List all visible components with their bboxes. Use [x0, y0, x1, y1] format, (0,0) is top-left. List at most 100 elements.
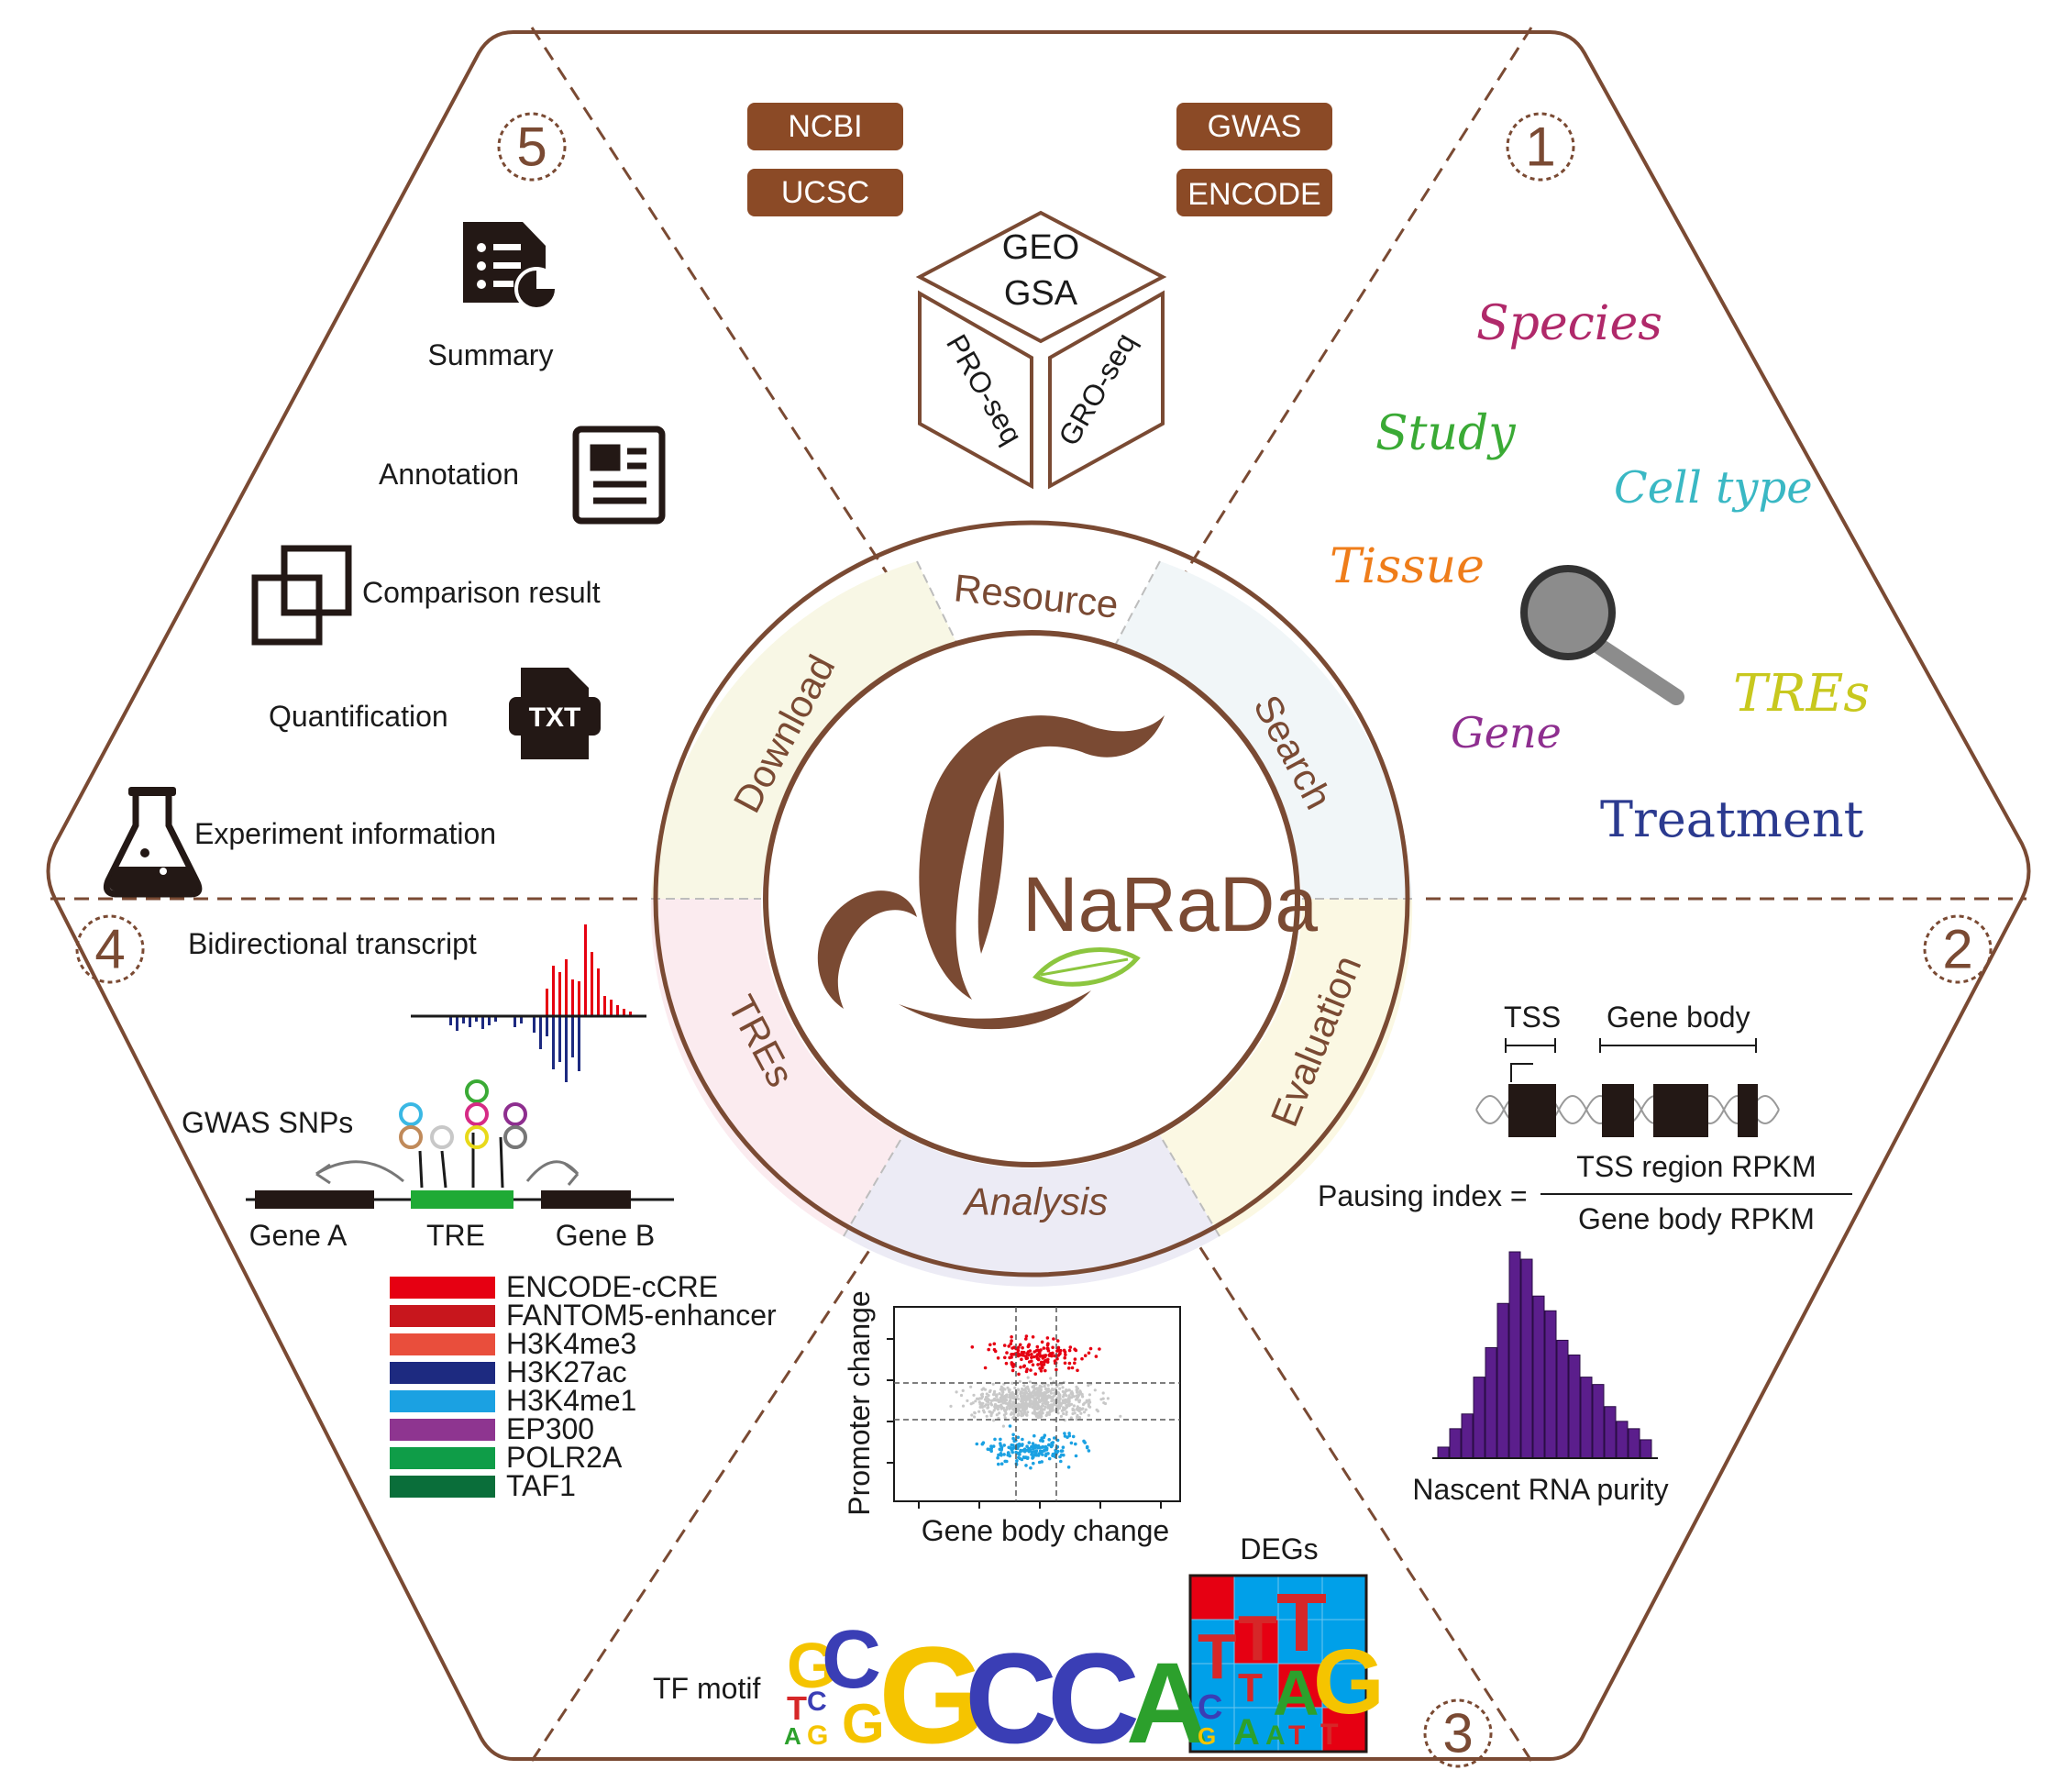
antisense-bar [533, 1016, 536, 1033]
scatter-point-up [1055, 1367, 1058, 1372]
ucsc-button[interactable]: UCSC [747, 169, 903, 216]
scatter-point-down [1017, 1451, 1021, 1455]
scatter-point [987, 1394, 990, 1398]
scatter-point [1067, 1398, 1071, 1401]
experiment-label[interactable]: Experiment information [194, 817, 496, 850]
scatter-point [1044, 1413, 1048, 1417]
scatter-point [1036, 1388, 1040, 1392]
scatter-point [1052, 1402, 1055, 1406]
antisense-bar [558, 1016, 561, 1062]
scatter-point-down [1019, 1448, 1022, 1453]
sense-bar [565, 959, 568, 1016]
keyword-tissue[interactable]: Tissue [1330, 539, 1485, 594]
scatter-point [1044, 1405, 1047, 1409]
scatter-point [1059, 1402, 1063, 1406]
quantification-label[interactable]: Quantification [269, 700, 448, 733]
scatter-point-up [1052, 1337, 1055, 1341]
scatter-point-up [1040, 1364, 1044, 1367]
scatter-point [1008, 1400, 1011, 1404]
scatter-point [998, 1411, 1001, 1415]
scatter-point-up [1037, 1351, 1042, 1355]
gene-body-label: Gene body [1607, 1001, 1750, 1034]
svg-text:GWAS: GWAS [1208, 109, 1302, 144]
scatter-point [1039, 1405, 1043, 1409]
keyword-treatment[interactable]: Treatment [1600, 791, 1864, 848]
scatter-points [949, 1334, 1122, 1470]
summary-label[interactable]: Summary [428, 338, 554, 371]
gwas-button[interactable]: GWAS [1176, 103, 1332, 150]
scatter-point [1099, 1398, 1103, 1401]
comparison-label[interactable]: Comparison result [362, 576, 601, 609]
ring-sector-resource[interactable] [917, 540, 1160, 656]
scatter-point-up [1020, 1357, 1023, 1362]
section-number-5: 5 [516, 116, 547, 178]
scatter-point [1035, 1393, 1039, 1397]
logo-text: NaRaDa [1022, 861, 1318, 947]
ncbi-button[interactable]: NCBI [747, 103, 903, 150]
scatter-point [1076, 1387, 1079, 1390]
scatter-point-up [1002, 1344, 1007, 1347]
heatmap-cell [1189, 1575, 1235, 1621]
ring-sector-tres[interactable] [650, 899, 903, 1236]
scatter-point-down [1041, 1444, 1045, 1449]
scatter-point-up [1070, 1366, 1075, 1370]
scatter-point-up [1031, 1335, 1035, 1339]
annotation-label[interactable]: Annotation [379, 458, 519, 491]
keyword-cell-type[interactable]: Cell type [1614, 462, 1813, 514]
scatter-point-down [1063, 1432, 1066, 1435]
scatter-point [1077, 1416, 1082, 1420]
encode-button[interactable]: ENCODE [1176, 169, 1332, 216]
keyword-species[interactable]: Species [1476, 296, 1662, 351]
txt-file-icon[interactable]: TXT [509, 668, 601, 759]
svg-text:ENCODE: ENCODE [1187, 177, 1320, 212]
antisense-bar [494, 1016, 497, 1022]
annotation-icon[interactable] [572, 426, 666, 525]
evaluation-panel: TSS Gene body Pausing index = TSS region… [1318, 1001, 1852, 1506]
keyword-study[interactable]: Study [1375, 406, 1516, 461]
scatter-point-up [1011, 1365, 1015, 1369]
scatter-point [1119, 1414, 1122, 1418]
scatter-point [1040, 1392, 1044, 1396]
ring-sector-analysis[interactable] [844, 1135, 1220, 1287]
purity-bar [1473, 1377, 1485, 1459]
scatter-point-up [1062, 1348, 1066, 1353]
flask-icon[interactable] [103, 787, 203, 898]
scatter-point-up [1021, 1365, 1026, 1368]
scatter-point [1001, 1424, 1005, 1428]
keyword-tres[interactable]: TREs [1733, 664, 1870, 724]
scatter-point [1061, 1395, 1065, 1399]
gene-a-label: Gene A [249, 1219, 348, 1252]
scatter-point-down [1003, 1459, 1007, 1464]
scatter-point-up [1044, 1358, 1047, 1363]
svg-text:T: T [1238, 1602, 1277, 1674]
scatter-point-up [1017, 1345, 1021, 1349]
scatter-point-down [1011, 1432, 1015, 1437]
scatter-point [1103, 1401, 1108, 1406]
scatter-point-up [1030, 1355, 1033, 1359]
gene-model [1475, 1084, 1780, 1137]
ring-sector-download[interactable] [651, 561, 963, 899]
summary-icon[interactable] [463, 222, 558, 311]
scatter-point-up [1040, 1340, 1044, 1344]
scatter-point [1011, 1416, 1015, 1420]
ring-sector-evaluation[interactable] [1160, 899, 1413, 1236]
section-numbers: 1 2 3 4 5 [75, 112, 1993, 1768]
scatter-point [1000, 1388, 1004, 1392]
scatter-point [999, 1397, 1003, 1401]
svg-text:C: C [807, 1687, 827, 1717]
comparison-icon[interactable] [251, 545, 352, 646]
scatter-point-down [1044, 1452, 1048, 1456]
scatter-point [1011, 1397, 1015, 1400]
scatter-point-up [1007, 1344, 1010, 1348]
keyword-gene[interactable]: Gene [1451, 708, 1562, 758]
scatter-point-up [1083, 1354, 1088, 1357]
scatter-point-down [975, 1442, 979, 1446]
scatter-point-up [1021, 1354, 1025, 1357]
scatter-point [1050, 1399, 1054, 1403]
scatter-point-down [1027, 1449, 1032, 1454]
ring-sector-search[interactable] [1110, 561, 1412, 899]
scatter-point [1032, 1405, 1035, 1409]
svg-text:T: T [1320, 1718, 1339, 1751]
scatter-point [1077, 1399, 1081, 1402]
scatter-point [1082, 1410, 1087, 1414]
